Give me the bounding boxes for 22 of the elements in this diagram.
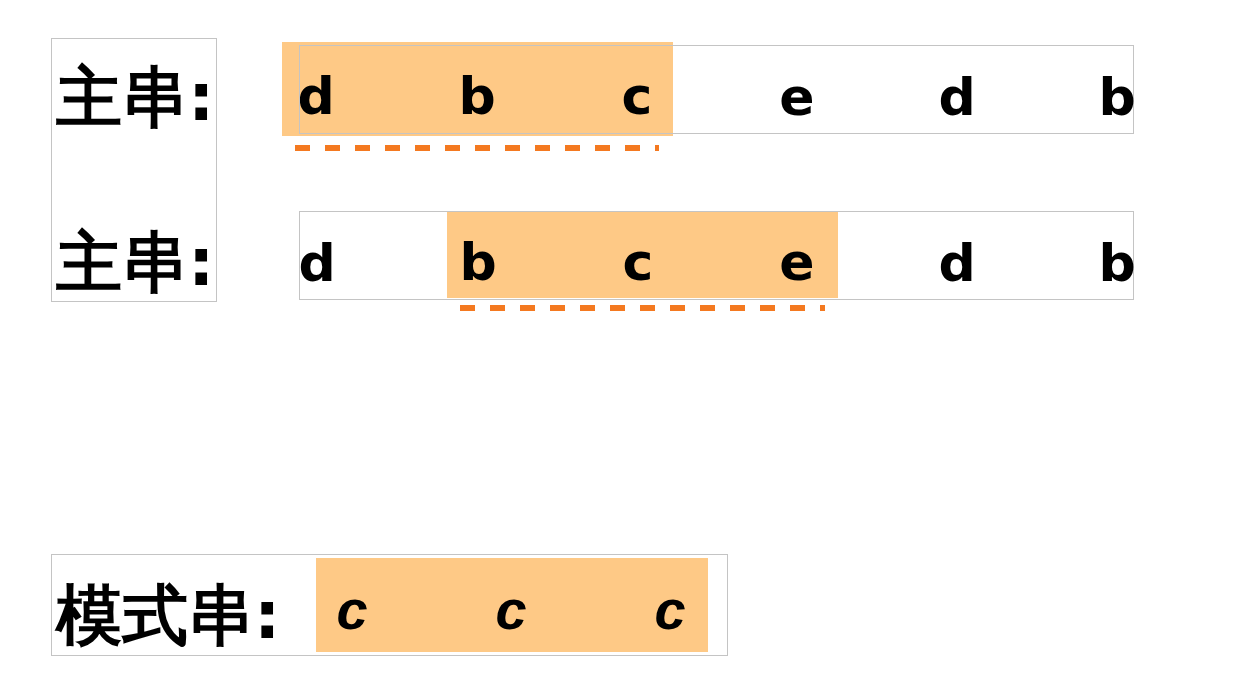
string-frame <box>299 45 1134 134</box>
pattern-frame <box>51 554 728 656</box>
row-label-frame <box>51 38 217 302</box>
string-character: d <box>938 71 976 123</box>
string-character: d <box>298 237 336 289</box>
string-character: d <box>297 70 335 122</box>
pattern-character: c <box>654 582 686 638</box>
string-frame <box>299 211 1134 300</box>
pattern-highlight <box>316 558 708 652</box>
string-character: c <box>622 236 654 288</box>
string-character: b <box>458 70 496 122</box>
string-character: c <box>621 70 653 122</box>
string-character: b <box>1098 71 1136 123</box>
string-character: d <box>938 237 976 289</box>
pattern-character: c <box>336 582 368 638</box>
string-character: b <box>1098 237 1136 289</box>
match-highlight <box>447 212 838 298</box>
string-character: e <box>779 71 815 123</box>
string-character: e <box>779 236 815 288</box>
pattern-label: 模式串: <box>56 583 281 649</box>
pattern-character: c <box>495 582 527 638</box>
string-character: b <box>459 236 497 288</box>
